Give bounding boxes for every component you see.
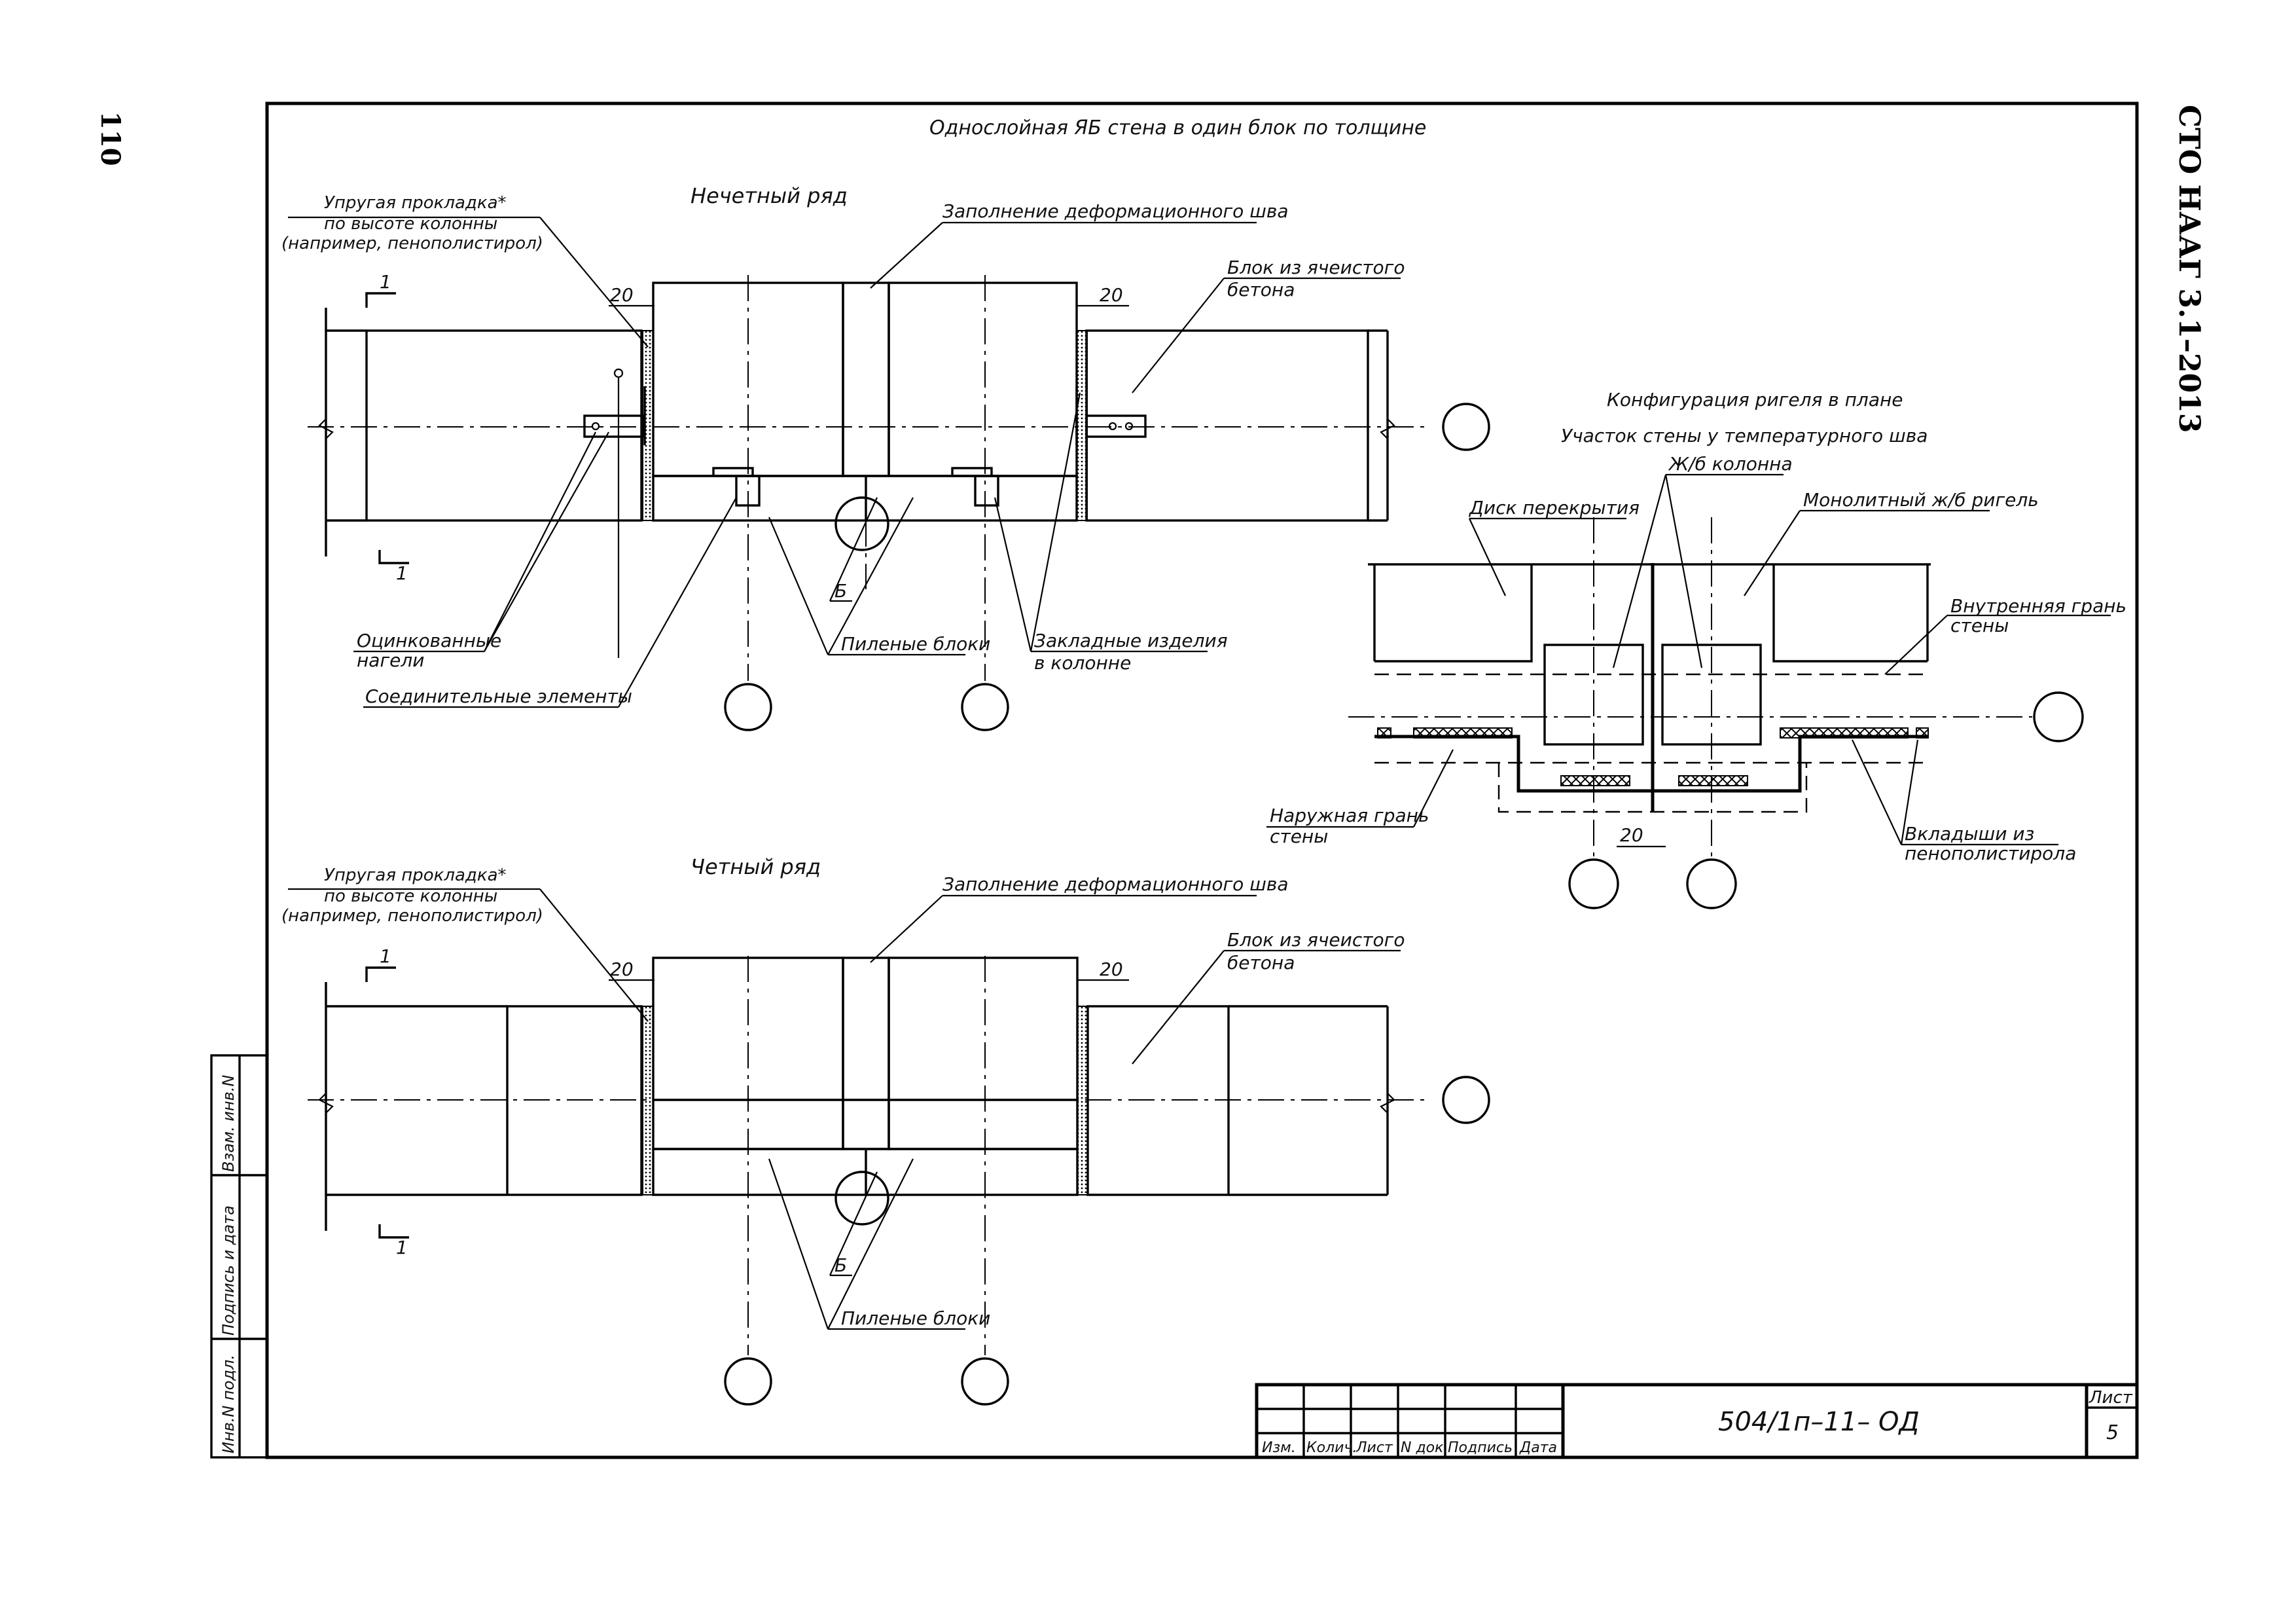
title-block: Изм. Колич. Лист N док. Подпись Дата 504… [1255,1383,2139,1459]
plan-inserts-label-1: Вкладыши из [1905,823,2034,845]
tb-header-sign: Подпись [1448,1440,1513,1456]
tb-header-izm: Изм. [1262,1440,1296,1456]
odd-section-mark-top: 1 [380,271,391,293]
odd-dim-20-right: 20 [1100,284,1123,306]
odd-axis-b: Б [834,580,847,602]
plan-column-label: Ж/б колонна [1668,453,1793,475]
odd-dim-20-left: 20 [610,284,634,306]
tb-header-list: Лист [1355,1440,1393,1456]
stamp-replace-label: Взам. инв.N [219,1075,238,1172]
tb-header-ndok: N док. [1401,1440,1448,1456]
plan-title-2: Участок стены у температурного шва [1561,425,1928,447]
tb-header-date: Дата [1519,1440,1557,1456]
plan-inserts-label-2: пенополистирола [1905,843,2076,864]
plan-outer-face-label-1: Наружная грань [1270,805,1429,826]
even-pad-label-1: Упругая прокладка* [324,866,507,885]
odd-row-title: Нечетный ряд [691,183,848,208]
sheet-frame [265,101,2139,1459]
page-number: 110 [95,111,126,166]
even-joint-fill-label: Заполнение деформационного шва [942,873,1288,895]
tb-header-kol: Колич. [1306,1440,1357,1456]
plan-inner-face-label-2: стены [1950,615,2009,636]
plan-title-1: Конфигурация ригеля в плане [1607,389,1903,410]
even-sawn-label: Пиленые блоки [841,1307,990,1329]
even-pad-label-2: по высоте колонны [324,886,497,906]
standard-code: СТО НААГ 3.1–2013 [2172,105,2206,433]
odd-dowels-label-2: нагели [357,649,425,671]
even-row-detail: Четный ряд 1 1 20 20 [281,854,1490,1406]
even-block-label-1: Блок из ячеистого [1227,929,1405,951]
odd-pad-label-1: Упругая прокладка* [324,193,507,213]
plan-beam-label: Монолитный ж/б ригель [1803,489,2039,511]
even-axis-b: Б [834,1254,847,1276]
plan-outer-face-label-2: стены [1270,826,1328,847]
drawing-title: Однослойная ЯБ стена в один блок по толщ… [929,117,1426,139]
stamp-sign-label: Подпись и дата [219,1205,238,1336]
even-pad-label-3: (например, пенополистирол) [281,906,543,926]
plan-slab-label: Диск перекрытия [1468,497,1640,519]
tb-sheet-label: Лист [2089,1388,2133,1408]
odd-pad-label-3: (например, пенополистирол) [281,234,543,253]
even-section-mark-bottom: 1 [396,1237,408,1258]
odd-row-detail: Нечетный ряд [281,183,1490,731]
odd-pad-label-2: по высоте колонны [324,214,497,234]
odd-sawn-label: Пиленые блоки [841,633,990,655]
stamp-inv-label: Инв.N подл. [219,1355,238,1453]
side-stamp: Инв.N подл. Подпись и дата Взам. инв.N [210,1054,268,1459]
odd-embedded-label-1: Закладные изделия [1034,630,1228,651]
plan-inner-face-label-1: Внутренняя грань [1950,595,2126,617]
tb-sheet-number: 5 [2106,1421,2119,1444]
even-block-label-2: бетона [1227,952,1295,974]
odd-dowels-label-1: Оцинкованные [357,630,501,651]
odd-connectors-label: Соединительные элементы [365,685,632,707]
plan-detail: Конфигурация ригеля в плане Участок стен… [1266,389,2126,909]
tb-doc-code: 504/1п–11– ОД [1718,1407,1920,1437]
even-dim-20-right: 20 [1100,958,1123,980]
plan-dim-20: 20 [1620,824,1643,846]
odd-block-label-1: Блок из ячеистого [1227,257,1405,278]
even-dim-20-left: 20 [610,958,634,980]
odd-section-mark-bottom: 1 [396,562,408,584]
odd-joint-fill-label: Заполнение деформационного шва [942,200,1288,222]
even-row-title: Четный ряд [691,854,821,879]
even-section-mark-top: 1 [380,945,391,967]
odd-block-label-2: бетона [1227,279,1295,301]
odd-embedded-label-2: в колонне [1034,652,1131,674]
